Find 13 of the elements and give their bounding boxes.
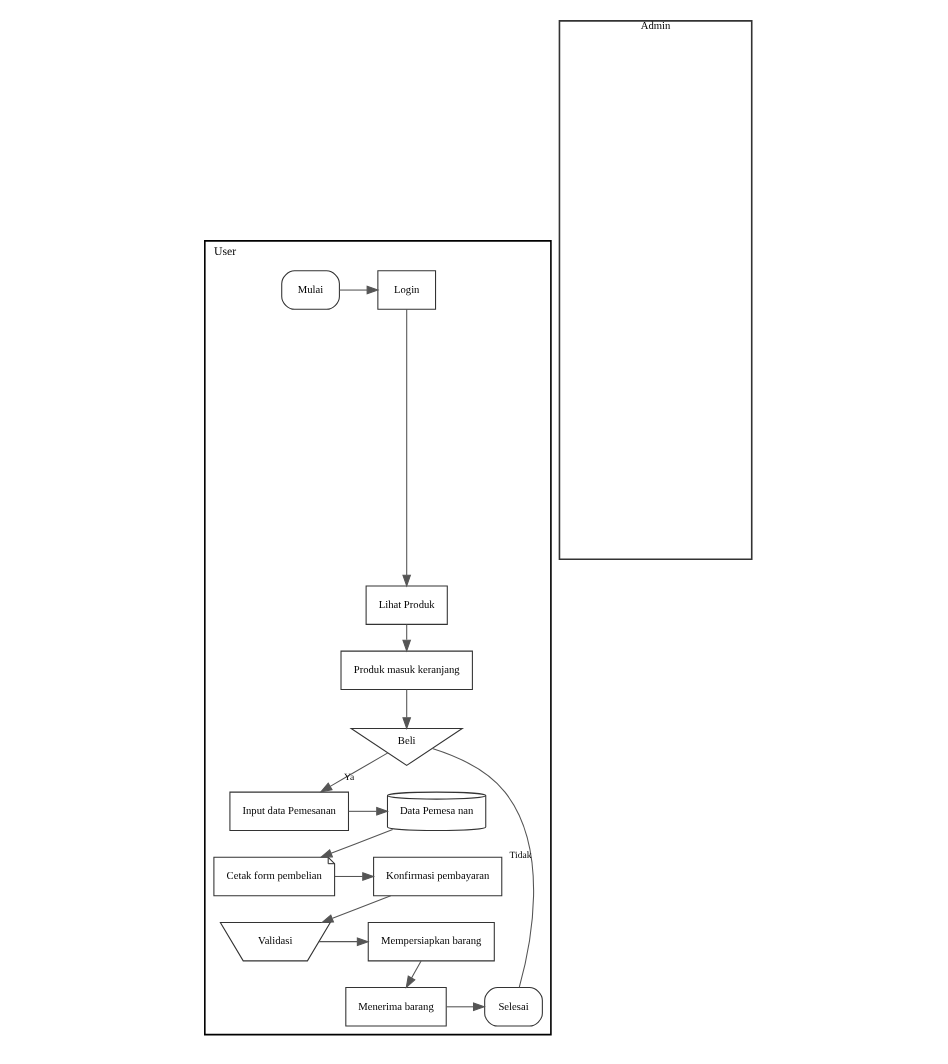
arrow: [402, 623, 412, 653]
arrow: [446, 1002, 486, 1012]
arrow: [319, 752, 389, 793]
arrow: [402, 308, 412, 588]
arrow: [402, 689, 412, 731]
arrow: [338, 285, 380, 295]
arrow: [405, 960, 422, 989]
arrow: [347, 806, 389, 816]
arrow: [334, 872, 376, 881]
arrow: [319, 828, 394, 858]
connector: [431, 747, 535, 988]
arrow: [318, 937, 370, 947]
arrow: [320, 895, 392, 923]
